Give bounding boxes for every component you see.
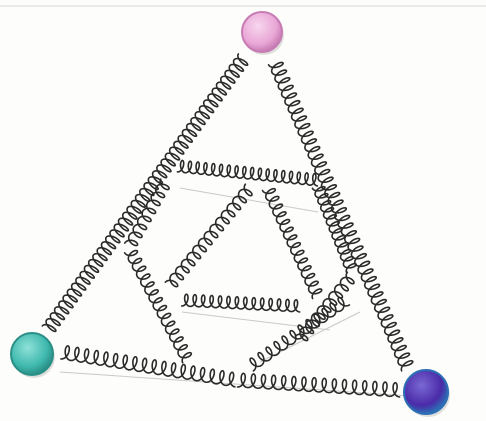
spring-core-left (165, 184, 252, 286)
spring-inner-top (177, 160, 317, 186)
pencil-guides (60, 188, 410, 396)
spring-core-bottom (182, 294, 300, 312)
spring-inner-right-upper (312, 187, 356, 273)
spring-top-right (269, 62, 413, 370)
teal-ball (11, 333, 53, 375)
guide-line (60, 372, 410, 396)
pink-ball (242, 12, 282, 52)
spring-core-right (263, 189, 322, 299)
springs-group (42, 54, 412, 397)
spring-bottom-left-half (61, 346, 235, 387)
purple-ball (404, 370, 448, 414)
spring-bottom-right-half (238, 373, 400, 397)
